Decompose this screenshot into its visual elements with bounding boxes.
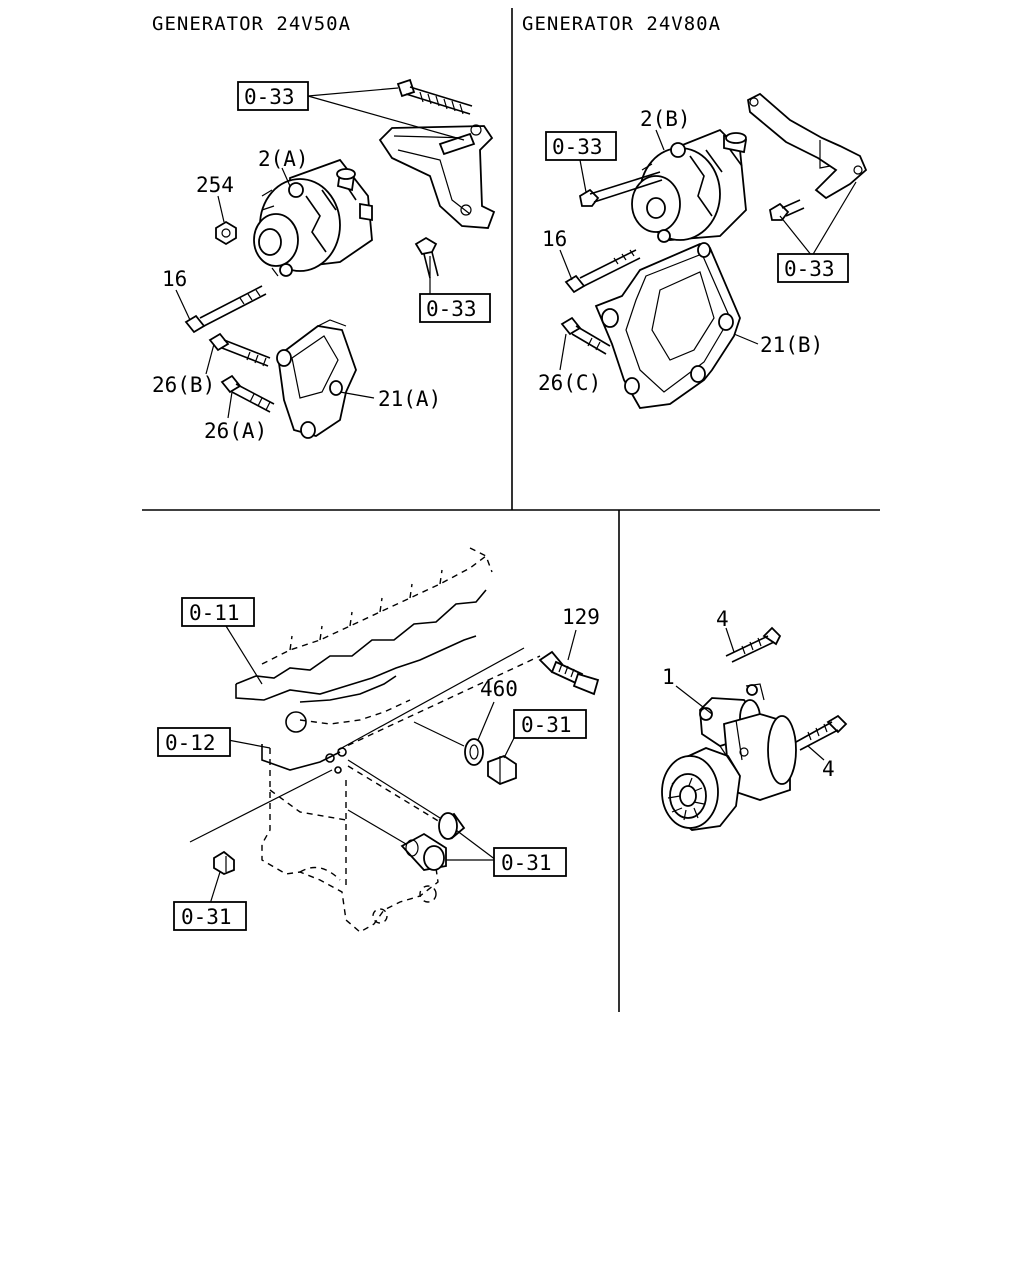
bolt-0-33-right-50a: [414, 236, 439, 279]
ref-box-0-31-lower[interactable]: 0-31: [493, 847, 567, 877]
svg-text:0-33: 0-33: [552, 135, 603, 159]
plug-0-31-left: [213, 850, 235, 876]
label-16-50a: 16: [162, 267, 187, 291]
leaders-block: [189, 625, 577, 905]
label-21b: 21(B): [760, 333, 823, 357]
alternator-50a: [253, 158, 373, 277]
ref-box-0-33-top-50a[interactable]: 0-33: [237, 81, 309, 111]
label-2a: 2(A): [258, 147, 309, 171]
washer-460: [464, 738, 484, 766]
svg-text:0-33: 0-33: [244, 85, 295, 109]
svg-text:0-31: 0-31: [521, 713, 572, 737]
cylinder-block-outline: [235, 547, 493, 933]
svg-text:0-11: 0-11: [189, 601, 240, 625]
bolt-16-50a: [184, 285, 267, 334]
ref-box-0-11[interactable]: 0-11: [181, 597, 255, 627]
label-4-right: 4: [822, 757, 835, 781]
bolt-4-right: [795, 714, 848, 751]
ref-box-0-33-right-80a[interactable]: 0-33: [777, 253, 849, 283]
ref-box-0-31-upper[interactable]: 0-31: [513, 709, 587, 739]
svg-text:0-33: 0-33: [784, 257, 835, 281]
cup-plug-large: [438, 812, 466, 840]
label-26c: 26(C): [538, 371, 601, 395]
label-460: 460: [480, 677, 518, 701]
label-2b: 2(B): [640, 107, 691, 131]
bolt-26b: [208, 332, 271, 367]
leaders-80a: [559, 129, 857, 371]
sensor-129: [538, 650, 600, 696]
ref-box-0-33-right-50a[interactable]: 0-33: [419, 293, 491, 323]
leaders-50a: [175, 87, 465, 419]
cup-plug-small: [400, 832, 447, 871]
ref-box-0-33-left-80a[interactable]: 0-33: [545, 131, 617, 161]
panel-generator-24v50a: GENERATOR 24V50A: [152, 13, 496, 443]
panel-generator-24v80a: GENERATOR 24V80A: [522, 13, 868, 409]
label-1: 1: [662, 665, 675, 689]
bolt-26c: [560, 316, 611, 355]
label-129: 129: [562, 605, 600, 629]
plug-0-31-upper: [487, 754, 517, 786]
label-4-top: 4: [716, 607, 729, 631]
svg-text:0-31: 0-31: [501, 851, 552, 875]
starter-motor: [661, 683, 797, 831]
label-21a: 21(A): [378, 387, 441, 411]
bolt-4-top: [725, 626, 782, 663]
adjusting-bracket-50a: [378, 124, 496, 229]
panel-dividers: [142, 8, 880, 1012]
ref-box-0-12[interactable]: 0-12: [157, 727, 231, 757]
svg-text:0-31: 0-31: [181, 905, 232, 929]
panel-title-24v50a: GENERATOR 24V50A: [152, 13, 351, 35]
label-16-80a: 16: [542, 227, 567, 251]
leaders-starter: [675, 627, 825, 761]
ref-box-0-31-left[interactable]: 0-31: [173, 901, 247, 931]
nut-254: [215, 220, 237, 246]
bolt-0-33-left-80a: [578, 171, 663, 207]
svg-text:0-33: 0-33: [426, 297, 477, 321]
adjusting-bolt-upper: [396, 78, 473, 115]
alternator-80a: [631, 128, 748, 243]
bracket-21a: [276, 319, 357, 439]
label-26b: 26(B): [152, 373, 215, 397]
bolt-26a: [220, 374, 275, 413]
panel-title-24v80a: GENERATOR 24V80A: [522, 13, 721, 35]
label-26a: 26(A): [204, 419, 267, 443]
bolt-16-80a: [564, 249, 641, 294]
panel-cylinder-block: 0-11 0-12 0-31 0-31 0-31 129 460: [157, 547, 600, 933]
bolt-0-33-right-80a: [768, 199, 805, 221]
svg-text:0-12: 0-12: [165, 731, 216, 755]
label-254: 254: [196, 173, 234, 197]
adjusting-strap-80a: [747, 92, 868, 200]
panel-starter: 4 1 4: [661, 607, 848, 831]
bracket-21b: [594, 242, 741, 409]
